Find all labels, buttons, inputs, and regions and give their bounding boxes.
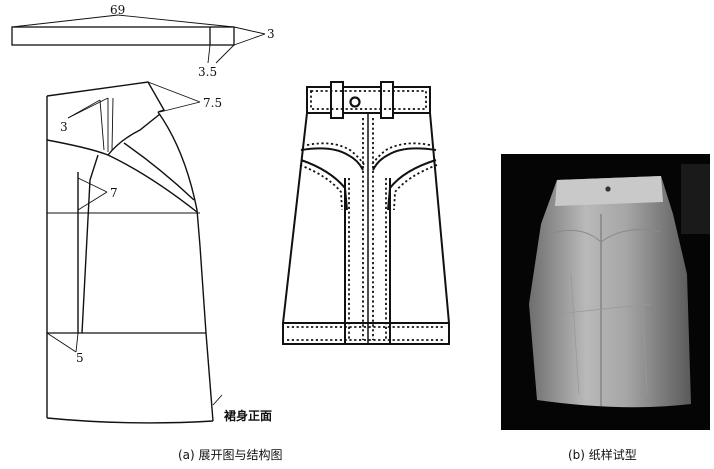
- skirt-flat-sketch: [282, 81, 450, 345]
- dim-69-leader-left: [11, 14, 119, 28]
- sketch-pocket-left: [300, 159, 348, 211]
- piece-label: 裙身正面: [223, 408, 272, 423]
- paper-toile-photo: [501, 154, 710, 430]
- front-panel-seam: [81, 154, 99, 334]
- sketch-belt-loop-left: [330, 81, 344, 119]
- piece-label-leader: [212, 394, 223, 406]
- caption-right: (b) 纸样试型: [568, 448, 637, 462]
- dim-label-35: 3.5: [198, 65, 217, 79]
- paper-skirt-illustration: [529, 164, 710, 408]
- dim-label-3-yoke: 3: [60, 120, 68, 134]
- sketch-button: [349, 96, 361, 108]
- stitch-pocket-left: [299, 164, 343, 211]
- paper-yoke-seam: [548, 229, 662, 243]
- dim-5-leader-bottom: [75, 332, 79, 353]
- side-seam-lower: [205, 332, 214, 422]
- caption-left: (a) 展开图与结构图: [178, 448, 283, 462]
- side-seam-middle: [199, 245, 207, 334]
- paper-wrinkles: [555, 273, 652, 395]
- background-stand: [681, 164, 710, 234]
- sketch-yoke-right: [372, 147, 437, 171]
- dim-label-69: 69: [110, 3, 125, 17]
- stitch-pocket-right: [393, 164, 438, 211]
- waistband-button-icon: [605, 186, 611, 192]
- pocket-curve-2: [123, 142, 195, 201]
- dim-35-leader-right: [215, 44, 235, 64]
- dim-3-yoke-leader-2: [67, 97, 109, 119]
- dim-label-3-waistband: 3: [267, 27, 275, 41]
- sketch-yoke-left: [300, 147, 364, 171]
- dim-5-leader-top: [46, 332, 77, 353]
- stitch-yoke-right: [370, 142, 431, 167]
- yoke-top-edge: [46, 81, 166, 113]
- dim-7-leader-top: [77, 177, 108, 193]
- waistband-piece: [11, 14, 266, 64]
- dim-75-leader-bottom: [159, 101, 201, 113]
- sketch-topstitching: [287, 90, 445, 341]
- dart-3: [111, 97, 114, 151]
- dim-label-7: 7: [110, 186, 118, 200]
- dim-label-5: 5: [76, 351, 84, 365]
- dim-3-leader-bottom: [233, 33, 266, 46]
- sketch-body-outline: [282, 112, 450, 345]
- dim-69-leader-right: [117, 14, 235, 28]
- skirt-front-pattern: [46, 81, 223, 424]
- dim-label-75: 7.5: [203, 96, 222, 110]
- pocket-curve-1: [107, 154, 198, 213]
- stitch-waistband: [310, 90, 427, 110]
- hem-line: [46, 417, 214, 424]
- dart-1: [99, 99, 105, 151]
- dim-7-leader-bottom: [77, 191, 108, 211]
- side-seam-upper: [157, 111, 201, 247]
- dim-3-leader-top: [233, 26, 266, 35]
- sketch-belt-loop-right: [380, 81, 394, 119]
- sketch-pocket-right: [387, 159, 437, 211]
- stitch-yoke-left: [306, 142, 366, 167]
- paper-skirt-body: [529, 176, 691, 408]
- dim-35-leader-left: [207, 44, 211, 64]
- waistband-outline: [11, 26, 235, 46]
- dim-75-leader-top: [147, 81, 201, 103]
